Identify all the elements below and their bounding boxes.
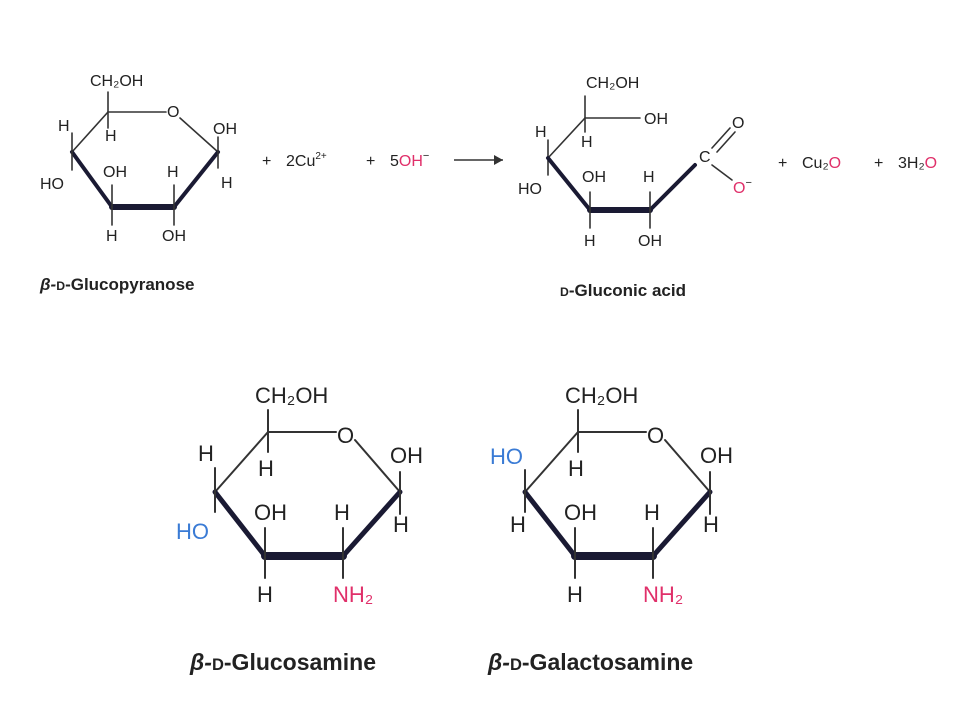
- name-glucopyranose: β-D-Glucopyranose: [39, 275, 194, 294]
- plus-sign: +: [366, 153, 375, 170]
- plus-sign: +: [778, 155, 787, 172]
- label-c6: CH₂OH: [90, 73, 143, 90]
- label-c3-h: H: [106, 228, 118, 245]
- label-c4-ho: HO: [176, 519, 209, 544]
- label-c5-h: H: [105, 128, 117, 145]
- label-c1-h: H: [703, 512, 719, 537]
- label-c5-h: H: [258, 456, 274, 481]
- label-ring-o: O: [337, 423, 354, 448]
- bond-c-o-double-b: [716, 131, 736, 153]
- ring-bond-c5-c4: [524, 431, 579, 493]
- label-carboxyl-c: C: [699, 149, 711, 166]
- label-c2-h: H: [334, 500, 350, 525]
- name-galactosamine: β-D-Galactosamine: [487, 649, 693, 675]
- glucopyranose-structure: CH₂OH O OH H H H HO OH H H OH β-D-Glucop…: [39, 73, 237, 294]
- label-c4-ho: HO: [518, 181, 542, 198]
- label-c5-oh: OH: [644, 111, 668, 128]
- reagents: + 2Cu2+ + 5OH−: [262, 150, 503, 170]
- label-c3-h: H: [584, 233, 596, 250]
- label-c5-h: H: [581, 134, 593, 151]
- label-c2-h: H: [643, 169, 655, 186]
- label-ring-o: O: [647, 423, 664, 448]
- label-c2-h-up: H: [167, 164, 179, 181]
- label-c2-oh: OH: [638, 233, 662, 250]
- label-c3-h: H: [257, 582, 273, 607]
- gluconic-acid-structure: CH₂OH OH H H O C O− HO OH H H OH D-Gluco…: [518, 75, 752, 300]
- ring-bond-c2-c1: [650, 489, 713, 559]
- ring-bond-c2-c1: [172, 150, 220, 209]
- label-c4-h: H: [58, 118, 70, 135]
- label-c4-ho: HO: [40, 176, 64, 193]
- plus-sign: +: [874, 155, 883, 172]
- water: 3H₂O: [898, 155, 937, 172]
- name-gluconic-acid: D-Gluconic acid: [560, 281, 686, 300]
- label-c3-h: H: [567, 582, 583, 607]
- bond-c-o-single: [711, 164, 733, 181]
- hydroxide-ion: 5OH−: [390, 150, 429, 170]
- arrow-head-icon: [494, 155, 503, 165]
- label-c2-nh2: NH₂: [643, 582, 683, 607]
- label-c1-oh: OH: [390, 443, 423, 468]
- ring-bond-c2-c1: [340, 489, 403, 559]
- ring-bond-c4-c3: [522, 489, 578, 559]
- bond-c2-c1: [648, 163, 697, 212]
- label-carbonyl-o: O: [732, 115, 744, 132]
- ring-bond-c4-c3: [212, 489, 268, 559]
- ring-bond-o-c1: [354, 439, 401, 493]
- label-c3-oh: OH: [582, 169, 606, 186]
- label-c3-oh: OH: [103, 164, 127, 181]
- label-c2-h: H: [644, 500, 660, 525]
- label-c5-h: H: [568, 456, 584, 481]
- bond-c5-c4: [547, 117, 586, 159]
- label-c4-h: H: [510, 512, 526, 537]
- label-c4-h: H: [198, 441, 214, 466]
- bond-c4-c3: [546, 156, 592, 212]
- label-c2-nh2: NH₂: [333, 582, 373, 607]
- ring-bond-o-c1: [179, 117, 219, 153]
- plus-sign: +: [262, 153, 271, 170]
- bond-c-o-double-a: [711, 127, 731, 149]
- label-ring-o: O: [167, 104, 179, 121]
- label-c3-oh: OH: [254, 500, 287, 525]
- ring-bond-o-c1: [664, 439, 711, 493]
- label-c6: CH₂OH: [255, 383, 328, 408]
- label-c1-h: H: [221, 175, 233, 192]
- label-c6: CH₂OH: [586, 75, 639, 92]
- label-c1-h: H: [393, 512, 409, 537]
- label-carboxylate-o: O−: [733, 177, 752, 197]
- label-c3-oh: OH: [564, 500, 597, 525]
- label-c1-oh: OH: [213, 121, 237, 138]
- ring-bond-c5-c4: [71, 111, 109, 153]
- name-glucosamine: β-D-Glucosamine: [189, 649, 376, 675]
- ring-bond-c5-c4: [214, 431, 269, 493]
- copper-ion: 2Cu2+: [286, 151, 327, 170]
- galactosamine-structure: CH₂OH O OH H HO H H OH H H NH₂ β-D-Galac…: [487, 383, 733, 675]
- byproducts: + Cu₂O + 3H₂O: [778, 155, 937, 172]
- glucosamine-structure: CH₂OH O OH H H H HO OH H H NH₂ β-D-Gluco…: [176, 383, 423, 675]
- copper-oxide: Cu₂O: [802, 155, 841, 172]
- label-c4-ho: HO: [490, 444, 523, 469]
- label-c6: CH₂OH: [565, 383, 638, 408]
- label-c4-h: H: [535, 124, 547, 141]
- label-c2-oh: OH: [162, 228, 186, 245]
- ring-bond-c4-c3: [70, 150, 114, 209]
- label-c1-oh: OH: [700, 443, 733, 468]
